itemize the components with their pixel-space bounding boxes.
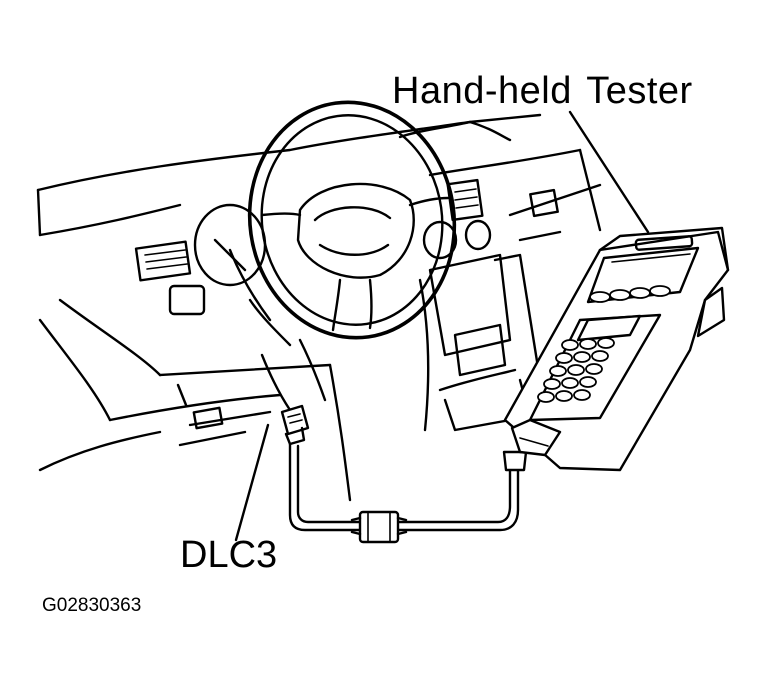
dlc3-connector — [280, 404, 310, 446]
hand-held-tester-device — [503, 226, 730, 472]
dlc3-leader-line — [234, 423, 270, 542]
dlc3-label: DLC3 — [180, 534, 278, 576]
steering-wheel — [193, 100, 492, 340]
tester-leader-line — [568, 110, 650, 234]
keypad — [537, 337, 615, 403]
cable — [288, 442, 528, 544]
figure-code: G02830363 — [42, 595, 142, 616]
hand-held-tester-label: Hand-held Tester — [392, 70, 693, 112]
